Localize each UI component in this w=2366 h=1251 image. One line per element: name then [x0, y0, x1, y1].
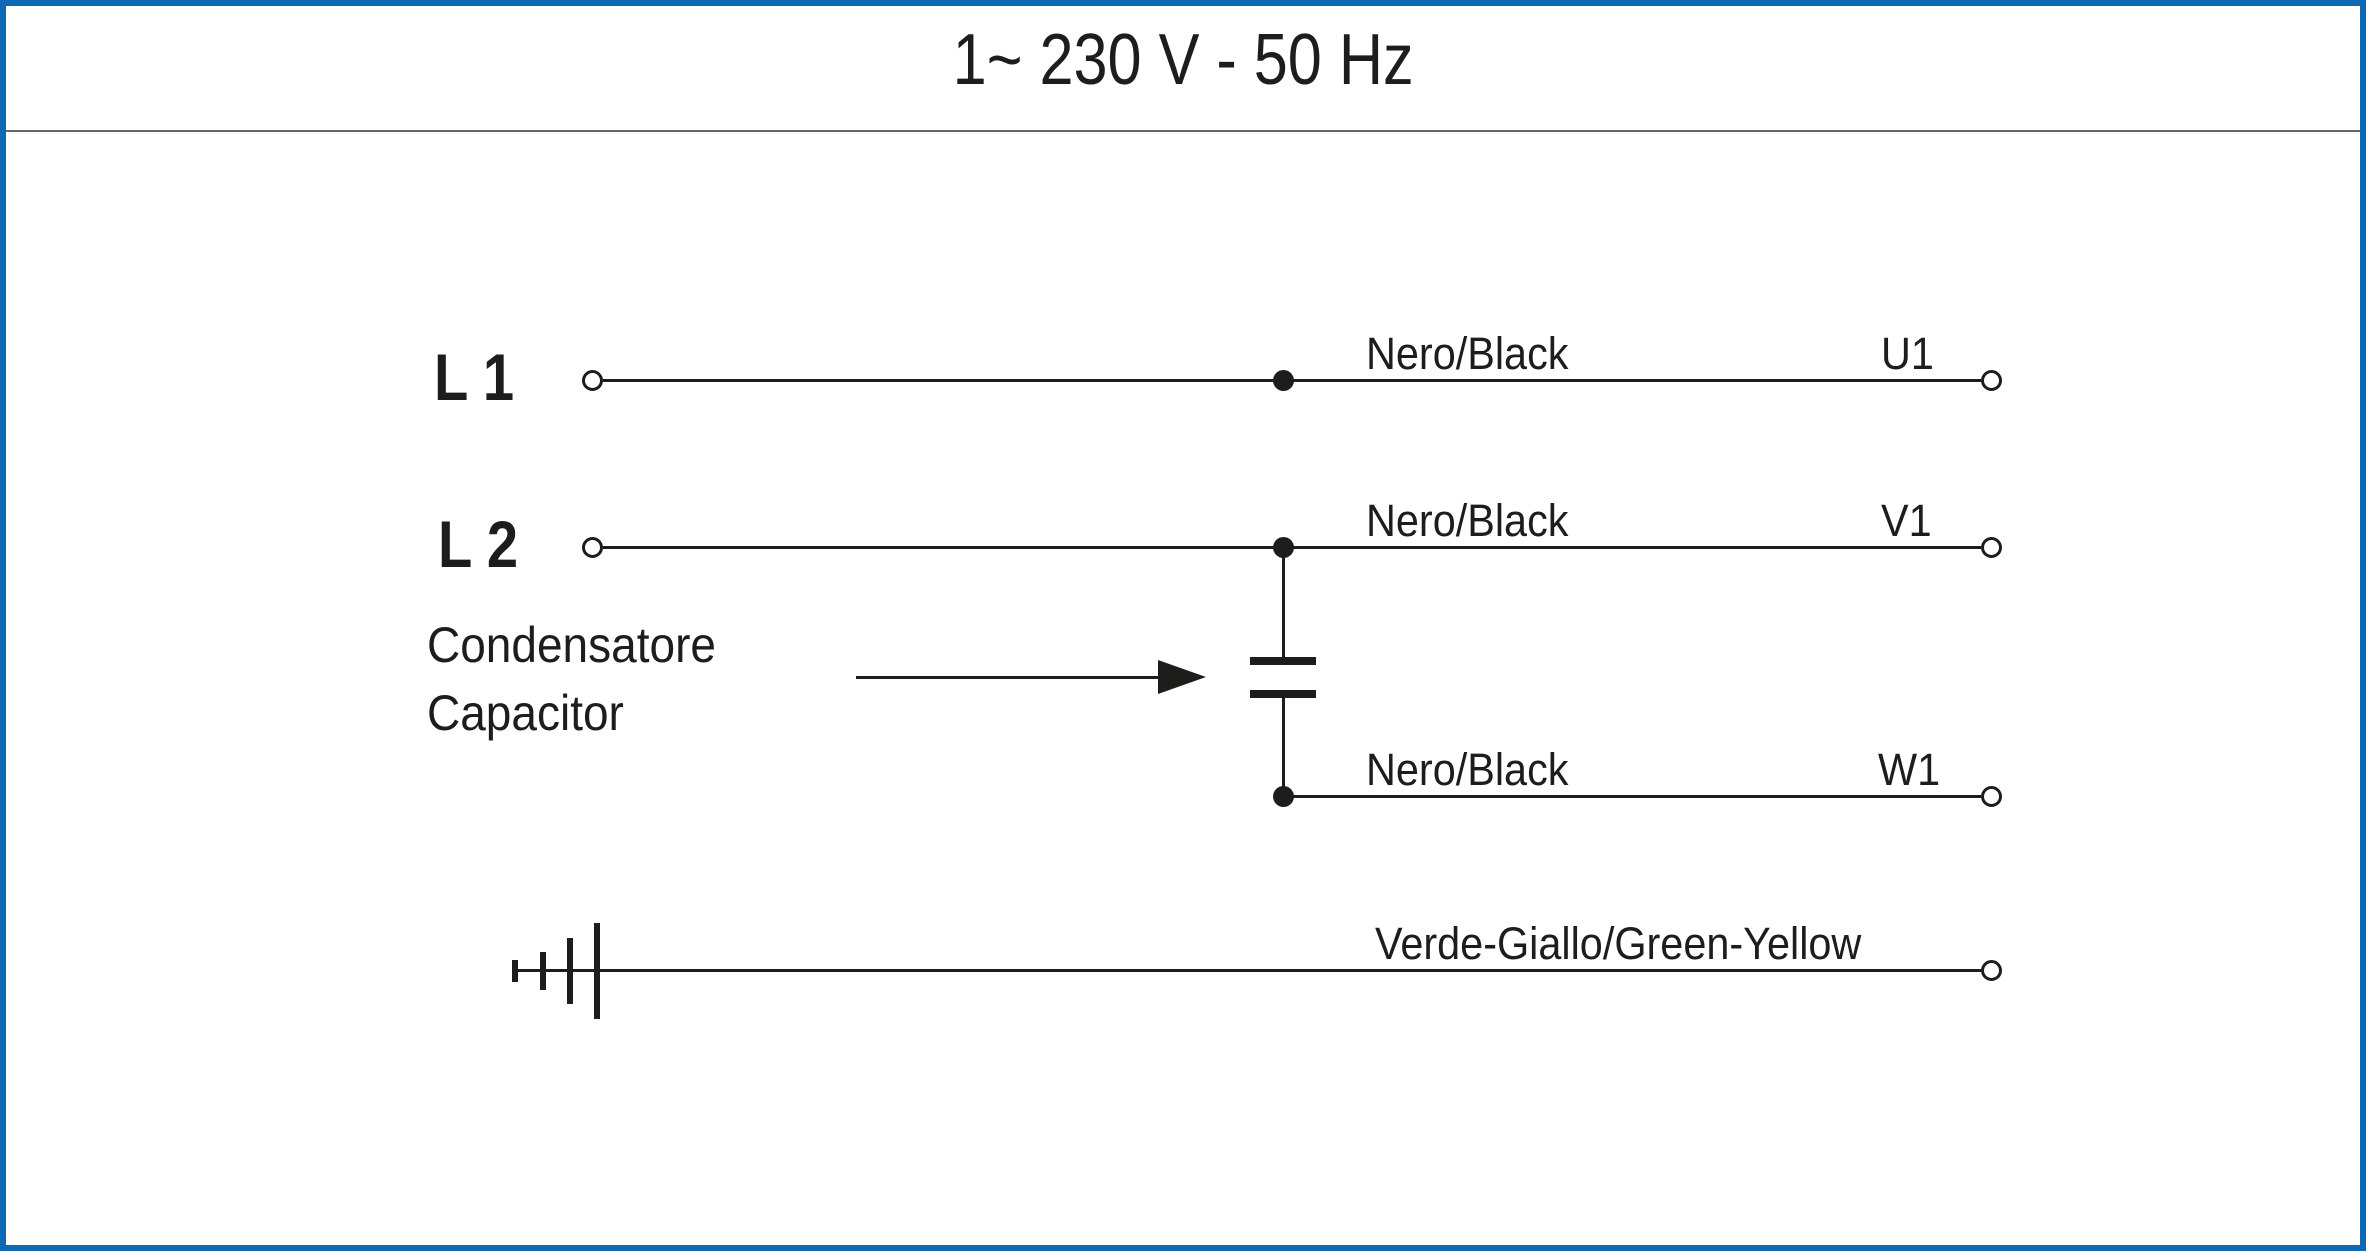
l2-wire-color-label: Nero/Black	[1366, 495, 1569, 546]
u1-terminal-circle-icon	[1981, 370, 2002, 391]
l1-left-terminal-circle-icon	[582, 370, 603, 391]
capacitor-top-plate	[1250, 657, 1316, 665]
supply-line-l1-label: L 1	[434, 340, 515, 414]
capacitor-label-english: Capacitor	[427, 685, 624, 741]
capacitor-arrow-shaft	[856, 676, 1161, 679]
diagram-title: 1~ 230 V - 50 Hz	[952, 20, 1414, 100]
earth-wire-color-label: Verde-Giallo/Green-Yellow	[1375, 918, 1862, 969]
motor-terminal-v1-label: V1	[1881, 495, 1932, 546]
motor-terminal-u1-label: U1	[1881, 328, 1934, 379]
capacitor-label-italian: Condensatore	[427, 617, 716, 673]
v1-terminal-circle-icon	[1981, 537, 2002, 558]
l1-wire-color-label: Nero/Black	[1366, 328, 1569, 379]
w1-wire-color-label: Nero/Black	[1366, 744, 1569, 795]
w1-terminal-circle-icon	[1981, 786, 2002, 807]
w1-wire	[1283, 795, 1981, 798]
earth-wire	[515, 969, 1981, 972]
capacitor-bottom-plate	[1250, 690, 1316, 698]
l2-left-terminal-circle-icon	[582, 537, 603, 558]
l1-junction-dot-icon	[1273, 370, 1294, 391]
motor-terminal-w1-label: W1	[1878, 744, 1941, 795]
title-bar: 1~ 230 V - 50 Hz	[6, 6, 2360, 132]
capacitor-arrow-head-icon	[1158, 660, 1206, 694]
supply-line-l2-label: L 2	[438, 507, 519, 581]
earth-terminal-circle-icon	[1981, 960, 2002, 981]
capacitor-lower-lead	[1282, 698, 1285, 797]
capacitor-upper-lead	[1282, 547, 1285, 659]
